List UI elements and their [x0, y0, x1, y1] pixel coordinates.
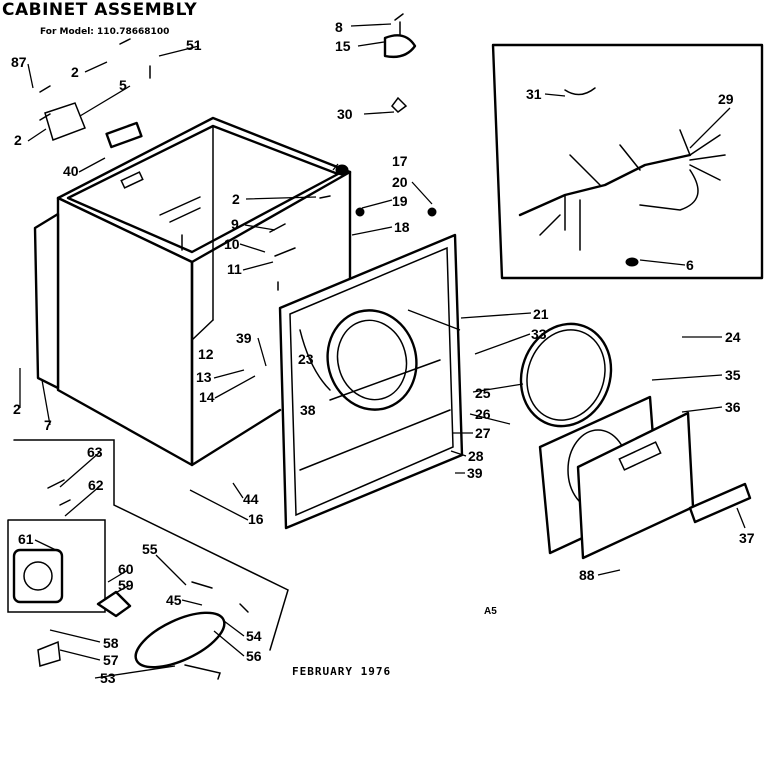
callout-label: 88 [579, 567, 595, 583]
callout-label: 40 [63, 163, 79, 179]
callout-label: 45 [166, 592, 182, 608]
callout-label: 14 [199, 389, 215, 405]
callout-label: 15 [335, 38, 351, 54]
callout-label: 17 [392, 153, 408, 169]
callout-label: 2 [14, 132, 22, 148]
callout-label: 24 [725, 329, 741, 345]
footer-date: FEBRUARY 1976 [292, 665, 391, 678]
model-subtitle: For Model: 110.78668100 [40, 27, 169, 37]
door-seal-ring [519, 322, 613, 428]
callout-label: 16 [248, 511, 264, 527]
callout-label: 56 [246, 648, 262, 664]
callout-label: 2 [13, 401, 21, 417]
motor-assembly-drawing [7, 439, 289, 680]
callout-label: 38 [300, 402, 316, 418]
callout-label: 31 [526, 86, 542, 102]
callout-label: 7 [44, 417, 52, 433]
callout-label: 5 [119, 77, 127, 93]
callout-label: 25 [475, 385, 491, 401]
callout-label: 20 [392, 174, 408, 190]
front-panel-drawing [278, 233, 464, 530]
callout-label: 2 [71, 64, 79, 80]
callout-labels: 8 15 30 17 20 19 18 2 9 10 11 12 39 13 1… [11, 19, 755, 686]
callout-label: 53 [100, 670, 116, 686]
callout-label: 58 [103, 635, 119, 651]
door-drawing [538, 395, 752, 560]
top-hardware-drawing [39, 13, 437, 291]
diagram-title: CABINET ASSEMBLY [2, 0, 197, 20]
callout-label: 57 [103, 652, 119, 668]
callout-label: 29 [718, 91, 734, 107]
callout-label: 36 [725, 399, 741, 415]
callout-label: 51 [186, 37, 202, 53]
callout-label: 19 [392, 193, 408, 209]
corner-code: A5 [484, 606, 497, 617]
callout-label: 27 [475, 425, 491, 441]
callout-label: 8 [335, 19, 343, 35]
callout-label: 26 [475, 406, 491, 422]
leader-lines [19, 23, 746, 679]
callout-label: 33 [531, 326, 547, 342]
callout-label: 30 [337, 106, 353, 122]
callout-label: 10 [224, 236, 240, 252]
callout-label: 11 [227, 261, 242, 277]
callout-label: 39 [236, 330, 252, 346]
callout-label: 2 [232, 191, 240, 207]
callout-label: 28 [468, 448, 484, 464]
callout-label: 87 [11, 54, 27, 70]
callout-label: 6 [686, 257, 694, 273]
callout-label: 37 [739, 530, 755, 546]
callout-label: 18 [394, 219, 410, 235]
callout-label: 23 [298, 351, 314, 367]
cabinet-drawing [33, 116, 352, 467]
callout-label: 12 [198, 346, 214, 362]
callout-label: 55 [142, 541, 158, 557]
callout-label: 39 [467, 465, 483, 481]
callout-label: 9 [231, 216, 239, 232]
callout-label: 13 [196, 369, 212, 385]
callout-label: 35 [725, 367, 741, 383]
callout-label: 62 [88, 477, 104, 493]
wire-harness-inset [491, 43, 764, 280]
callout-label: 44 [243, 491, 259, 507]
callout-label: 54 [246, 628, 262, 644]
callout-label: 21 [533, 306, 549, 322]
callout-label: 63 [87, 444, 103, 460]
callout-label: 61 [18, 531, 34, 547]
